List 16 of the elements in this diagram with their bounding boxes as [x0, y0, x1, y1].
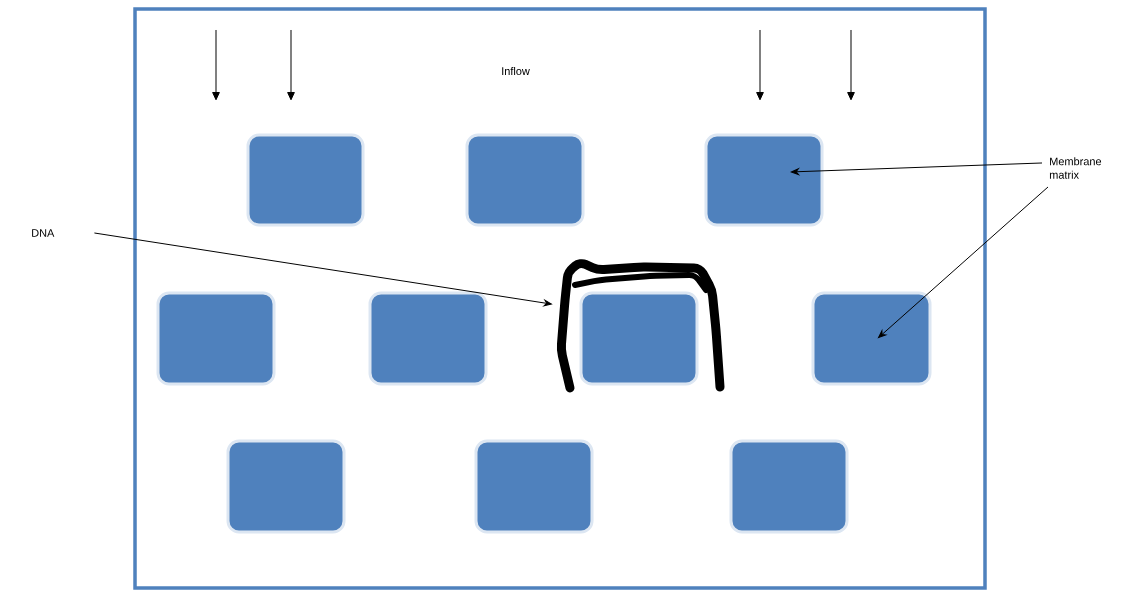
matrix-block: [226, 439, 346, 534]
label-text: DNA: [32, 229, 55, 237]
matrix-block: [465, 133, 585, 227]
dna-strand-drawing: [556, 259, 725, 393]
matrix-block: [811, 291, 932, 386]
matrix-block: [156, 291, 276, 386]
matrix-block: [704, 133, 824, 227]
matrix-block: [246, 133, 365, 227]
leader-line: [790, 162, 1043, 176]
matrix-block: [474, 439, 594, 534]
flow-label: Inflow: [502, 66, 530, 75]
matrix-block: [729, 439, 849, 534]
label-text: Membrane matrix: [1049, 157, 1102, 179]
leader-line: [878, 186, 1049, 339]
leader-line: [93, 232, 552, 307]
matrix-block: [368, 291, 488, 386]
